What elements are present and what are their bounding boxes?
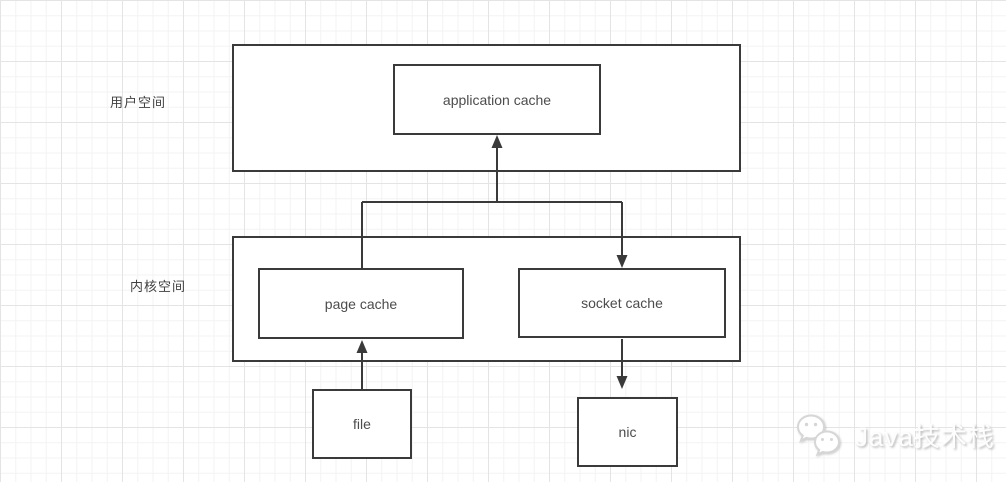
- application-cache-node: application cache: [393, 64, 601, 135]
- page-cache-label: page cache: [324, 295, 398, 312]
- nic-node: nic: [577, 397, 678, 467]
- watermark: Java技术栈: [793, 410, 995, 460]
- arrowhead-nic: [616, 376, 628, 389]
- file-label: file: [353, 416, 371, 432]
- watermark-text: Java技术栈: [855, 421, 995, 452]
- socket-cache-node: socket cache: [518, 268, 726, 338]
- file-node: file: [312, 389, 412, 459]
- page-cache-node: page cache: [258, 268, 464, 339]
- user-space-label: 用户空间: [110, 95, 167, 110]
- kernel-space-label: 内核空间: [130, 279, 187, 294]
- wechat-icon: [796, 414, 841, 457]
- nic-label: nic: [618, 424, 637, 440]
- socket-cache-label: socket cache: [581, 295, 663, 311]
- application-cache-label: application cache: [442, 91, 552, 108]
